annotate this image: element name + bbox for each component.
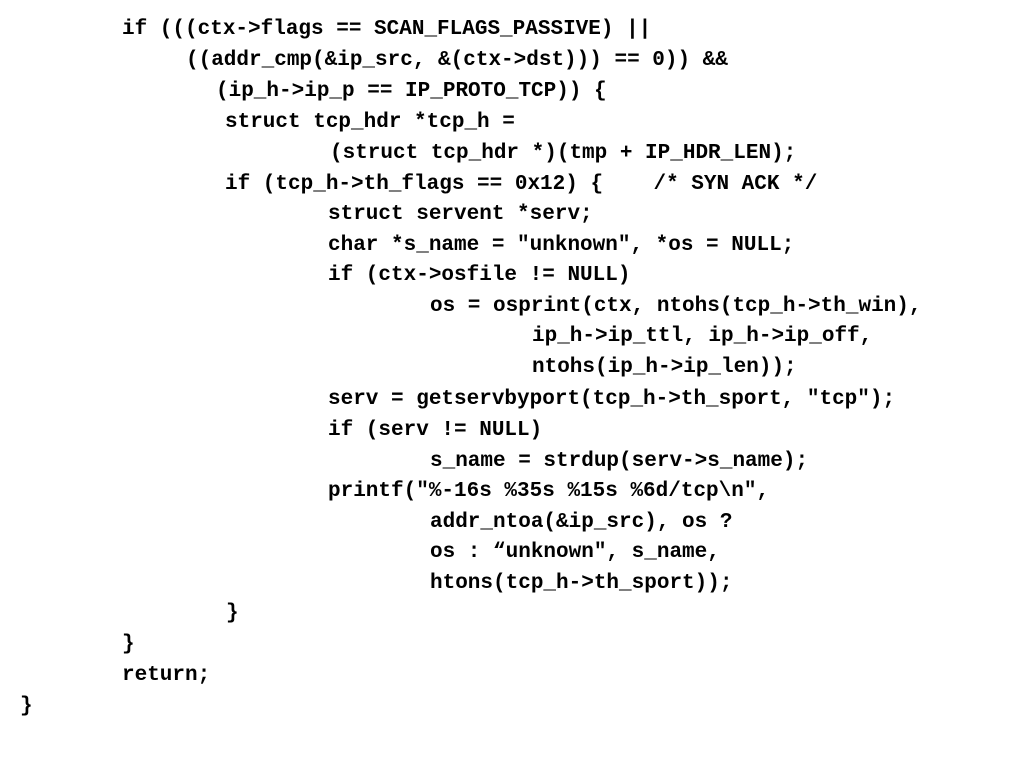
code-line: char *s_name = "unknown", *os = NULL; xyxy=(328,234,795,257)
code-line: s_name = strdup(serv->s_name); xyxy=(430,450,809,473)
code-line: if (((ctx->flags == SCAN_FLAGS_PASSIVE) … xyxy=(122,18,652,41)
code-line: return; xyxy=(122,664,211,687)
code-line: } xyxy=(226,602,239,625)
code-line: os = osprint(ctx, ntohs(tcp_h->th_win), xyxy=(430,295,922,318)
code-line: (ip_h->ip_p == IP_PROTO_TCP)) { xyxy=(216,80,607,103)
code-line: (struct tcp_hdr *)(tmp + IP_HDR_LEN); xyxy=(330,142,797,165)
code-line: htons(tcp_h->th_sport)); xyxy=(430,572,733,595)
code-line: printf("%-16s %35s %15s %6d/tcp\n", xyxy=(328,480,770,503)
code-line: struct servent *serv; xyxy=(328,203,593,226)
code-line: ((addr_cmp(&ip_src, &(ctx->dst))) == 0))… xyxy=(186,49,728,72)
code-line: } xyxy=(20,695,33,718)
code-line: ntohs(ip_h->ip_len)); xyxy=(532,356,797,379)
code-line: os : “unknown", s_name, xyxy=(430,541,720,564)
code-line: if (serv != NULL) xyxy=(328,419,543,442)
code-line: addr_ntoa(&ip_src), os ? xyxy=(430,511,733,534)
code-line: if (ctx->osfile != NULL) xyxy=(328,264,631,287)
code-line: serv = getservbyport(tcp_h->th_sport, "t… xyxy=(328,388,896,411)
code-line: if (tcp_h->th_flags == 0x12) { /* SYN AC… xyxy=(225,173,818,196)
code-line: ip_h->ip_ttl, ip_h->ip_off, xyxy=(532,325,873,348)
code-line: struct tcp_hdr *tcp_h = xyxy=(225,111,515,134)
code-line: } xyxy=(122,633,135,656)
